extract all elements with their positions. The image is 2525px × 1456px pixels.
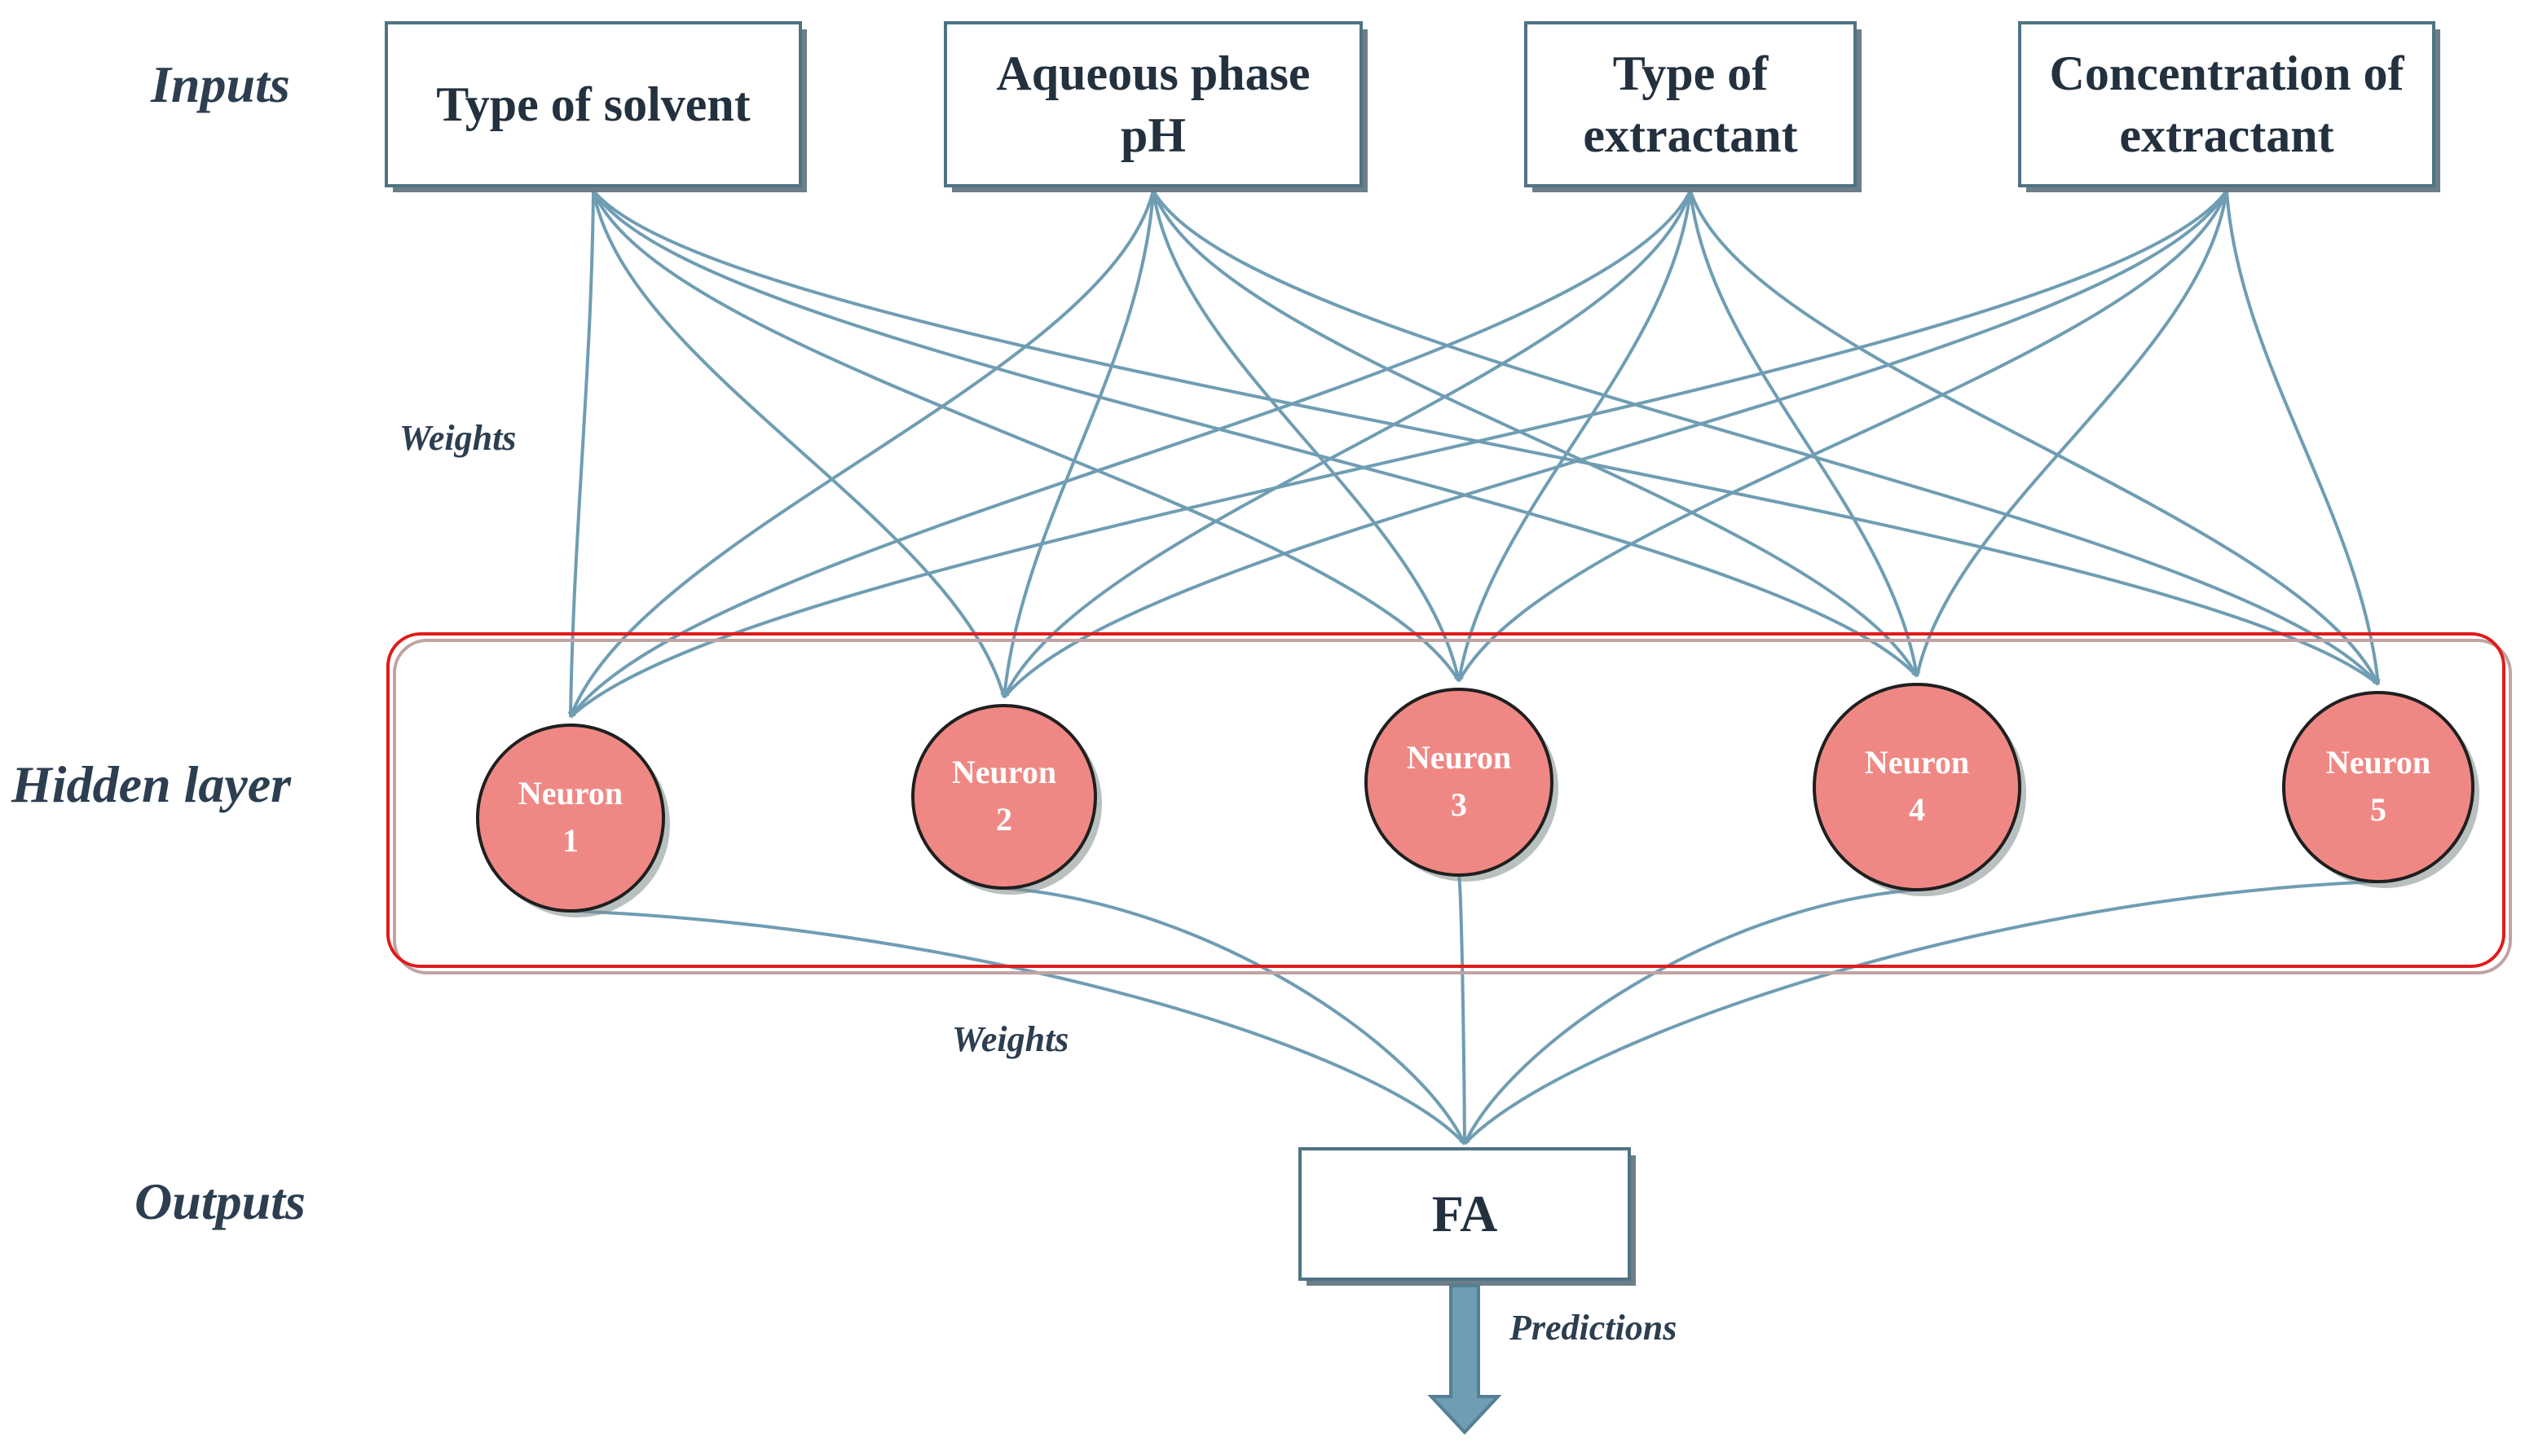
hidden-layer-frame — [386, 632, 2505, 968]
edge-input-2-to-neuron-5 — [1152, 190, 2380, 686]
neuron-5-label-line-1: Neuron — [2326, 744, 2430, 781]
edge-neuron-1-to-output — [570, 909, 1466, 1146]
edge-input-2-to-neuron-2 — [1002, 190, 1155, 698]
hidden-to-output-connections — [570, 874, 2379, 1146]
neuron-2-label-line-1: Neuron — [952, 754, 1056, 790]
neuron-4: Neuron 4 — [1813, 683, 2026, 896]
input-node-2-label-line-2: pH — [1121, 108, 1186, 162]
edge-input-1-to-neuron-1 — [567, 190, 595, 718]
edge-neuron-2-to-output — [1003, 886, 1466, 1145]
output-node-label: FA — [1432, 1185, 1498, 1243]
input-node-2-label-line-1: Aqueous phase — [996, 46, 1310, 100]
input-weights-label: Weights — [399, 418, 516, 458]
neuron-3: Neuron 3 — [1364, 688, 1558, 882]
neuron-2-label-line-2: 2 — [996, 801, 1012, 838]
neuron-3-label-line-1: Neuron — [1407, 739, 1511, 776]
neuron-3-label-line-2: 3 — [1451, 786, 1467, 823]
input-node-4-label-line-1: Concentration of — [2050, 46, 2405, 100]
edge-input-1-to-neuron-3 — [592, 190, 1461, 683]
hidden-layer-row-label: Hidden layer — [11, 755, 292, 813]
edge-neuron-4-to-output — [1463, 888, 1918, 1145]
neuron-5-label-line-2: 5 — [2370, 791, 2386, 828]
output-node: FA — [1298, 1147, 1636, 1286]
neuron-4-label-line-1: Neuron — [1865, 744, 1969, 781]
hidden-neurons: Neuron 1 Neuron 2 Neuron 3 Neuron 4 Neuron 5 — [476, 683, 2479, 917]
neuron-1-label-line-2: 1 — [562, 822, 579, 859]
output-weights-label: Weights — [952, 1019, 1069, 1059]
neuron-5: Neuron 5 — [2282, 691, 2479, 888]
edge-input-2-to-neuron-4 — [1152, 190, 1919, 677]
neuron-4-label-line-2: 4 — [1909, 791, 1925, 828]
edge-input-3-to-neuron-1 — [569, 190, 1692, 719]
input-node-4-label-line-2: extractant — [2119, 108, 2333, 162]
edge-input-1-to-neuron-5 — [592, 189, 2380, 686]
edge-input-4-to-neuron-5 — [2225, 190, 2381, 685]
edge-input-3-to-neuron-2 — [1003, 190, 1692, 698]
neuron-1-label-line-1: Neuron — [518, 775, 623, 812]
input-node-4: Concentration of extractant — [2018, 21, 2440, 192]
neuron-2: Neuron 2 — [911, 704, 1102, 895]
edge-input-1-to-neuron-2 — [592, 190, 1006, 698]
input-node-3: Type of extractant — [1524, 21, 1862, 192]
edge-input-4-to-neuron-4 — [1915, 190, 2228, 677]
edge-input-2-to-neuron-3 — [1152, 190, 1461, 682]
prediction-arrow-icon — [1427, 1284, 1502, 1435]
edge-neuron-3-to-output — [1457, 874, 1468, 1145]
edge-input-3-to-neuron-3 — [1456, 190, 1692, 682]
edge-input-3-to-neuron-4 — [1689, 190, 1919, 677]
edge-input-4-to-neuron-2 — [1003, 190, 2228, 699]
input-node-3-label-line-2: extractant — [1583, 108, 1797, 162]
input-node-1-label-line-1: Type of solvent — [436, 77, 751, 131]
edge-input-4-to-neuron-1 — [569, 189, 2228, 719]
outputs-row-label: Outputs — [134, 1172, 306, 1230]
edge-input-4-to-neuron-3 — [1457, 190, 2228, 682]
edge-input-3-to-neuron-5 — [1689, 190, 2380, 685]
input-node-3-label-line-1: Type of — [1613, 46, 1769, 100]
input-to-hidden-connections — [567, 189, 2381, 719]
input-nodes: Type of solvent Aqueous phase pH Type of ext… — [385, 21, 2440, 192]
edge-input-2-to-neuron-1 — [569, 190, 1155, 718]
edge-input-1-to-neuron-4 — [592, 189, 1919, 678]
predictions-label: Predictions — [1509, 1308, 1677, 1348]
neuron-1: Neuron 1 — [476, 724, 670, 917]
edge-neuron-5-to-output — [1463, 880, 2379, 1146]
input-node-2: Aqueous phase pH — [944, 21, 1368, 192]
inputs-row-label: Inputs — [150, 55, 290, 113]
input-node-1: Type of solvent — [385, 21, 807, 192]
